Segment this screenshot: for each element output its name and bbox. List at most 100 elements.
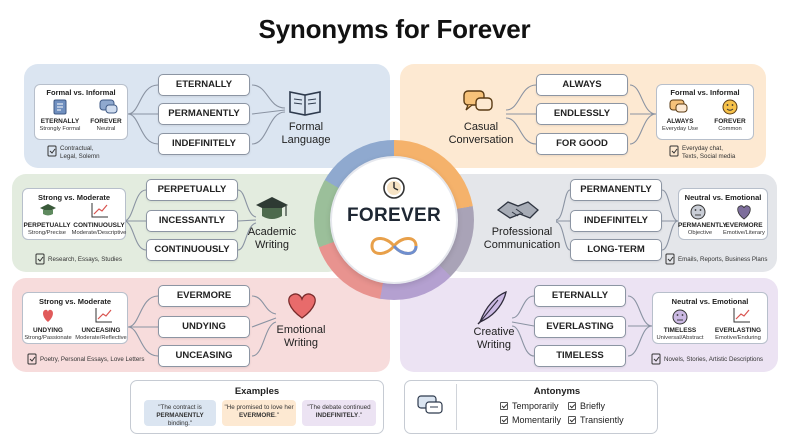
creative-word-1: ETERNALLY [534, 285, 626, 307]
casual-right-sub: Common [718, 126, 742, 132]
creative-left-word: TIMELESS [663, 327, 697, 334]
formal-label: Formal Language [281, 121, 331, 146]
academic-left-word: PERPETUALLY [23, 222, 71, 229]
academic-right-word: CONTINUOUSLY [73, 222, 125, 229]
academic-card-heading: Strong vs. Moderate [37, 193, 111, 202]
casual-card-heading: Formal vs. Informal [670, 88, 740, 97]
casual-word-3: FOR GOOD [536, 133, 628, 155]
professional-word-3: LONG-TERM [570, 239, 662, 261]
academic-label: Academic Writing [247, 226, 297, 251]
antonym-item-2: Briefly [568, 401, 605, 411]
formal-right-sub: Neutral [96, 126, 116, 132]
creative-label: Creative Writing [473, 326, 515, 351]
creative-right-sub: Emotive/Enduring [715, 335, 761, 341]
academic-left-sub: Strong/Precise [27, 230, 67, 236]
emotional-word-3: UNCEASING [158, 345, 250, 367]
antonym-item-3: Momentarily [500, 415, 561, 425]
creative-card [652, 292, 768, 344]
emotional-card-heading: Strong vs. Moderate [38, 297, 112, 306]
formal-card-heading: Formal vs. Informal [46, 88, 116, 97]
professional-label: Professional Communication [483, 226, 561, 251]
academic-right-sub: Moderate/Descriptive [71, 230, 127, 236]
professional-left-sub: Objective [687, 230, 713, 236]
casual-card [656, 84, 754, 140]
casual-label: Casual Conversation [448, 121, 514, 146]
casual-word-2: ENDLESSLY [536, 103, 628, 125]
professional-use: Emails, Reports, Business Plans [678, 256, 768, 263]
antonym-item-4: Transiently [568, 415, 624, 425]
antonyms-box [404, 380, 658, 434]
casual-word-1: ALWAYS [536, 74, 628, 96]
professional-card-heading: Neutral vs. Emotional [684, 193, 762, 202]
professional-left-word: PERMANENTLY [678, 222, 727, 229]
creative-right-word: EVERLASTING [714, 327, 762, 334]
emotional-label: Emotional Writing [276, 324, 326, 349]
emotional-left-sub: Strong/Passionate [24, 335, 72, 341]
emotional-word-1: EVERMORE [158, 285, 250, 307]
creative-use: Novels, Stories, Artistic Descriptions [664, 356, 764, 363]
emotional-left-word: UNDYING [33, 327, 63, 334]
casual-left-sub: Everyday Use [661, 126, 699, 132]
formal-left-sub: Strongly Formal [39, 126, 81, 132]
casual-right-word: FOREVER [714, 118, 746, 125]
formal-word-1: ETERNALLY [158, 74, 250, 96]
examples-title: Examples [234, 386, 280, 397]
antonyms-divider [456, 384, 457, 430]
academic-word-2: INCESSANTLY [146, 210, 238, 232]
academic-word-1: PERPETUALLY [146, 179, 238, 201]
creative-word-3: TIMELESS [534, 345, 626, 367]
professional-word-2: INDEFINITELY [570, 210, 662, 232]
academic-word-3: CONTINUOUSLY [146, 239, 238, 261]
professional-word-1: PERMANENTLY [570, 179, 662, 201]
creative-card-heading: Neutral vs. Emotional [671, 297, 749, 306]
antonym-item-1: Temporarily [500, 401, 559, 411]
professional-right-sub: Emotive/Literary [723, 230, 765, 236]
casual-left-word: ALWAYS [666, 118, 694, 125]
emotional-use: Poetry, Personal Essays, Love Letters [40, 356, 145, 363]
emotional-right-sub: Moderate/Reflective [75, 335, 127, 341]
formal-left-word: ETERNALLY [40, 118, 80, 125]
formal-word-3: INDEFINITELY [158, 133, 250, 155]
antonyms-title: Antonyms [533, 386, 581, 397]
page-title: Synonyms for Forever [258, 14, 531, 44]
emotional-word-2: UNDYING [158, 316, 250, 338]
emotional-right-word: UNCEASING [81, 327, 121, 334]
academic-card [22, 188, 126, 240]
formal-use: Contractual, Legal, Solemn [60, 145, 100, 160]
professional-right-word: EVERMORE [725, 222, 763, 229]
creative-left-sub: Universal/Abstract [656, 335, 704, 341]
academic-use: Research, Essays, Studies [48, 256, 122, 263]
hub-word: FOREVER [347, 205, 441, 226]
emotional-card [22, 292, 128, 344]
formal-right-word: FOREVER [90, 118, 122, 125]
casual-use: Everyday chat, Texts, Social media [682, 145, 736, 160]
